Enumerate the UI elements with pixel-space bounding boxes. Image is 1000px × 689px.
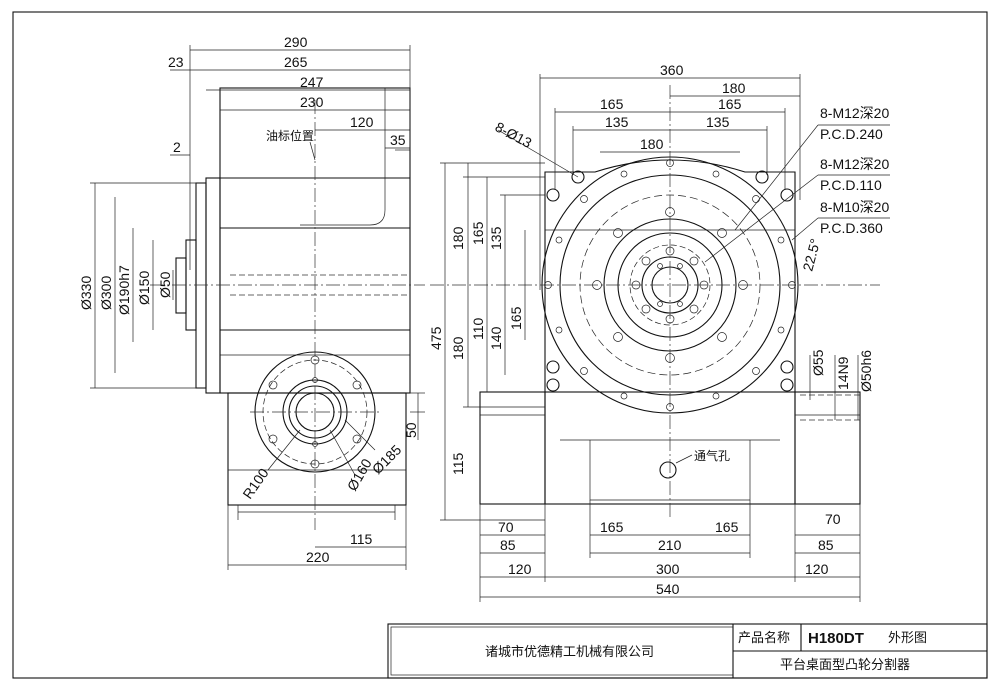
dim-540: 540 — [656, 581, 680, 597]
dim-23: 23 — [168, 54, 184, 70]
model-number: H180DT — [808, 630, 864, 647]
dia-190h7: Ø190h7 — [116, 265, 132, 315]
dim-2: 2 — [173, 139, 181, 155]
dim-180-upper: 180 — [450, 226, 466, 250]
dim-210: 210 — [658, 537, 682, 553]
dim-220: 220 — [306, 549, 330, 565]
dim-115-front: 115 — [450, 452, 466, 475]
dim-135-left: 135 — [605, 114, 629, 130]
dim-165-bl: 165 — [600, 519, 624, 535]
company-name: 诸城市优德精工机械有限公司 — [485, 644, 654, 660]
dia-50: Ø50 — [157, 271, 173, 298]
angle-22-5: 22.5° — [799, 237, 823, 273]
product-name-label: 产品名称 — [738, 630, 790, 646]
dim-360: 360 — [660, 62, 684, 78]
dim-475: 475 — [428, 326, 444, 350]
product-description: 平台桌面型凸轮分割器 — [780, 657, 910, 673]
front-view: 360 180 165 165 135 135 180 8-Ø13 8-M12深… — [428, 62, 890, 602]
title-block: 诸城市优德精工机械有限公司 产品名称 H180DT 外形图 平台桌面型凸轮分割器 — [387, 623, 988, 679]
callout-3-pcd: P.C.D.360 — [820, 220, 883, 236]
drawing-type: 外形图 — [888, 631, 927, 646]
dim-180-inner: 180 — [640, 136, 664, 152]
callout-2-thread: 8-M12深20 — [820, 156, 889, 172]
dia-185: Ø185 — [369, 441, 405, 477]
shaft-dia-55: Ø55 — [810, 349, 826, 376]
mount-holes: 8-Ø13 — [493, 119, 535, 151]
dim-165-br: 165 — [715, 519, 739, 535]
keyway-14n9: 14N9 — [835, 356, 851, 390]
vent-hole-label: 通气孔 — [694, 448, 730, 463]
dim-265: 265 — [284, 54, 308, 70]
dim-165-left: 165 — [600, 96, 624, 112]
callout-1-pcd: P.C.D.240 — [820, 126, 883, 142]
dim-50-side: 50 — [403, 422, 419, 438]
dim-290: 290 — [284, 34, 308, 50]
dim-165-lower: 165 — [508, 306, 524, 330]
radius-100: R100 — [239, 465, 271, 502]
dia-150: Ø150 — [136, 271, 152, 305]
shaft-dia-50h6: Ø50h6 — [858, 350, 874, 392]
dim-230: 230 — [300, 94, 324, 110]
callout-3-thread: 8-M10深20 — [820, 199, 889, 215]
dim-165-upper: 165 — [470, 221, 486, 245]
dim-70-right: 70 — [825, 511, 841, 527]
side-view: 290 265 247 230 120 35 23 2 油标位置 Ø330 Ø3… — [78, 34, 425, 570]
dim-135-right: 135 — [706, 114, 730, 130]
dim-140: 140 — [488, 326, 504, 350]
dim-120: 120 — [350, 114, 374, 130]
dim-135-upper: 135 — [488, 226, 504, 250]
dim-85-left: 85 — [500, 537, 516, 553]
dim-120-right: 120 — [805, 561, 829, 577]
dim-115-side: 115 — [350, 531, 373, 547]
dim-247: 247 — [300, 74, 324, 90]
dia-300: Ø300 — [98, 276, 114, 310]
dim-120-left: 120 — [508, 561, 532, 577]
dim-300: 300 — [656, 561, 680, 577]
dim-180-top: 180 — [722, 80, 746, 96]
dim-85-right: 85 — [818, 537, 834, 553]
dia-330: Ø330 — [78, 276, 94, 310]
dim-165-right: 165 — [718, 96, 742, 112]
oil-level-label: 油标位置 — [266, 128, 314, 143]
callout-1-thread: 8-M12深20 — [820, 105, 889, 121]
dim-110: 110 — [470, 317, 486, 340]
callout-2-pcd: P.C.D.110 — [820, 177, 882, 193]
dim-35: 35 — [390, 132, 406, 148]
dim-70-left: 70 — [498, 519, 514, 535]
dim-180-lower: 180 — [450, 336, 466, 360]
